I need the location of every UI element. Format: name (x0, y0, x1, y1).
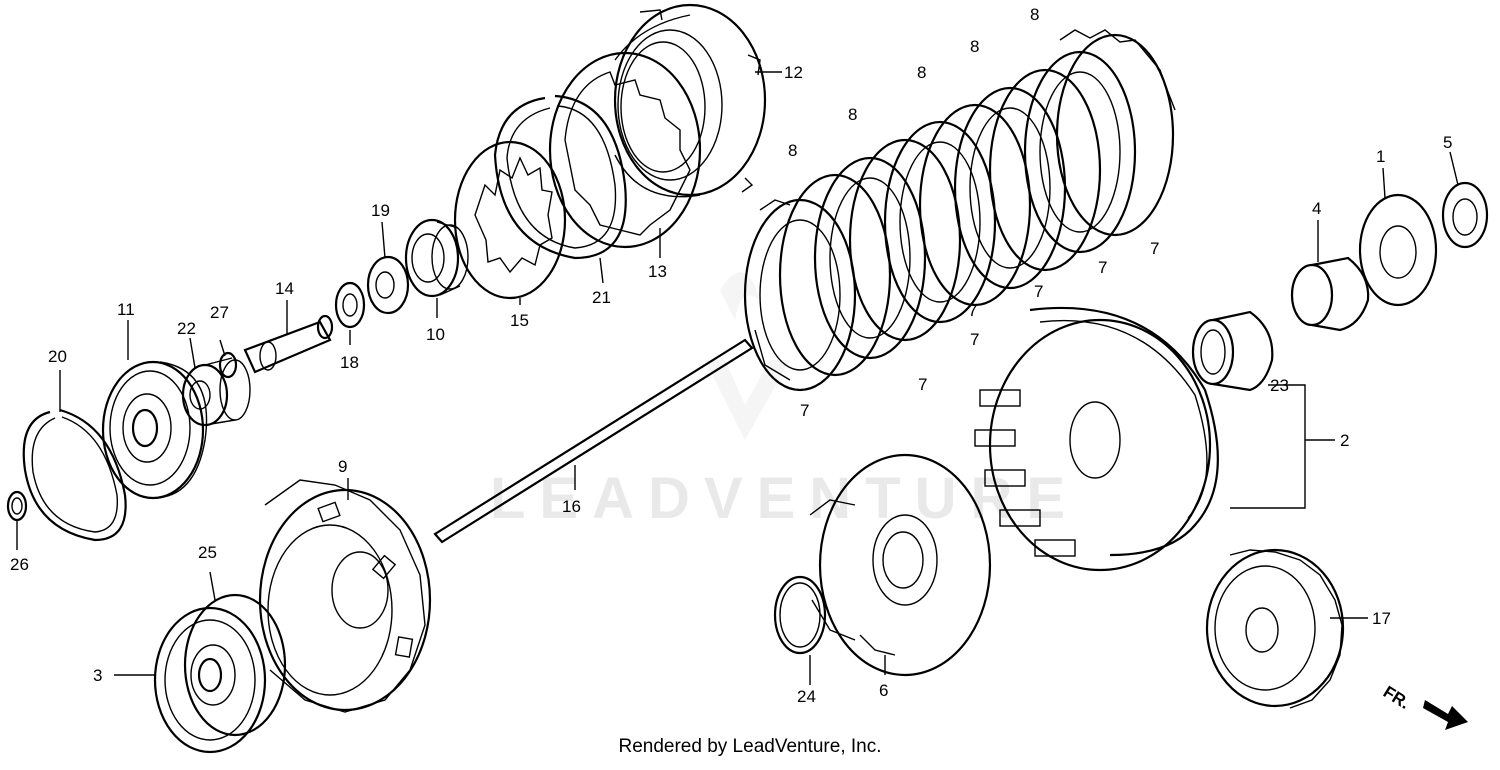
callout-13: 13 (648, 262, 667, 281)
callout-12: 12 (784, 63, 803, 82)
plate-7 (953, 86, 1067, 290)
part-17-gear (1205, 548, 1345, 709)
callout-19: 19 (371, 201, 390, 220)
callout-8: 8 (848, 105, 857, 124)
part-21-snap-ring (493, 94, 627, 260)
callout-11: 11 (117, 300, 135, 319)
callout-7: 7 (800, 401, 809, 420)
part-25-seal (183, 593, 287, 737)
part-24-o-ring (773, 575, 827, 655)
callout-26: 26 (10, 555, 29, 574)
part-11-piston (101, 360, 208, 500)
callout-6: 6 (879, 681, 888, 700)
callout-8: 8 (1030, 5, 1039, 24)
callout-1: 1 (1376, 147, 1385, 166)
callout-7: 7 (918, 375, 927, 394)
plate-5 (883, 120, 997, 324)
part-23-needle-bearing (1191, 310, 1274, 392)
part-10-bearing (404, 218, 469, 298)
callout-8: 8 (917, 63, 926, 82)
callout-23: 23 (1270, 376, 1289, 395)
callout-24: 24 (797, 687, 816, 706)
part-22-bearing (181, 357, 251, 427)
callout-7: 7 (1150, 239, 1159, 258)
part-5-seal (1441, 181, 1489, 249)
callout-10: 10 (426, 325, 445, 344)
plate-9 (1023, 50, 1137, 254)
part-15-plate (453, 140, 567, 300)
plate-labels: 8 8 8 8 8 7 7 7 7 7 7 7 (788, 5, 1159, 420)
part-4-collar (1290, 256, 1370, 332)
footer-credit: Rendered by LeadVenture, Inc. (618, 736, 882, 757)
callout-labels: 26 20 11 22 27 14 18 19 10 15 21 13 12 9… (10, 63, 1452, 706)
plate-4 (848, 138, 962, 342)
part-3-pulley (153, 606, 267, 754)
part-12-drum (613, 3, 767, 198)
callout-7: 7 (1098, 258, 1107, 277)
part-20-snap-ring (22, 408, 127, 542)
front-direction-indicator: FR. (1380, 682, 1468, 730)
clutch-plate-stack (743, 29, 1176, 392)
callout-18: 18 (340, 353, 359, 372)
callout-8: 8 (970, 37, 979, 56)
watermark-text: LEADVENTURE (490, 466, 1079, 531)
callout-8: 8 (788, 141, 797, 160)
watermark-logo (705, 272, 790, 440)
plate-8 (988, 68, 1102, 272)
part-1-lock-washer (1358, 193, 1438, 307)
part-26-snap-ring (6, 490, 28, 522)
part-27-ring (218, 351, 238, 379)
plate-10 (1055, 33, 1175, 237)
plate-3 (813, 156, 927, 360)
plate-1 (743, 198, 857, 392)
callout-3: 3 (93, 666, 102, 685)
plate-2 (778, 173, 892, 377)
part-18-bearing (334, 281, 366, 329)
callout-20: 20 (48, 347, 67, 366)
callout-5: 5 (1443, 133, 1452, 152)
callout-7: 7 (1034, 282, 1043, 301)
callout-lines (16, 71, 1459, 685)
callout-9: 9 (338, 457, 347, 476)
callout-14: 14 (275, 279, 294, 298)
callout-25: 25 (198, 543, 217, 562)
callout-21: 21 (592, 288, 611, 307)
part-6-clutch-center (809, 453, 992, 677)
callout-27: 27 (210, 303, 229, 322)
part-2-clutch-outer (974, 306, 1219, 572)
callout-7: 7 (968, 301, 977, 320)
callout-22: 22 (177, 319, 196, 338)
callout-7: 7 (970, 330, 979, 349)
plate-6 (918, 103, 1032, 307)
callout-17: 17 (1372, 609, 1391, 628)
callout-4: 4 (1312, 199, 1321, 218)
callout-16: 16 (562, 497, 581, 516)
part-9-housing (258, 479, 432, 713)
part-16-pushrod (433, 338, 754, 544)
callout-2: 2 (1340, 431, 1349, 450)
part-19-washer (366, 255, 410, 315)
callout-15: 15 (510, 311, 529, 330)
part-14-shaft (243, 314, 334, 374)
fr-arrow-icon (1423, 700, 1468, 730)
fr-label: FR. (1380, 682, 1413, 713)
